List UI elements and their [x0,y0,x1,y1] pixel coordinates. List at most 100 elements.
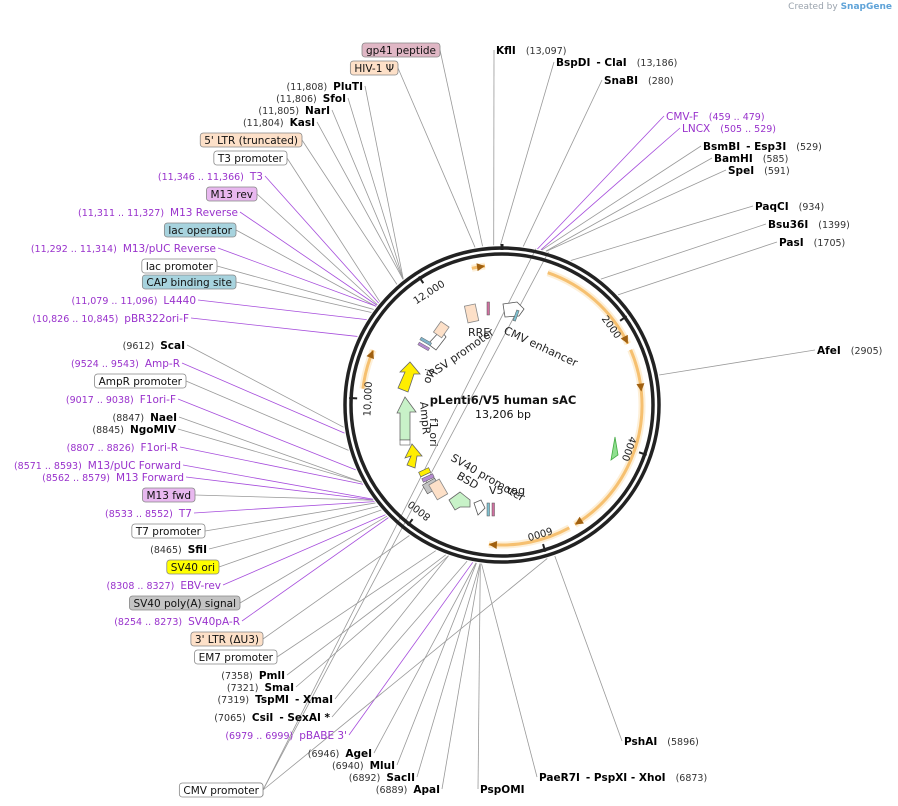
ring-tick [638,451,647,456]
leader-line [397,67,476,248]
annotation-box: SV40 ori [166,559,220,575]
leader-line [348,562,474,736]
feature-arc-halo [573,391,646,528]
enzyme-name: SmaI [265,682,295,694]
inner-features [396,301,619,517]
annotation-enzyme: PasI(1705) [779,237,845,249]
feature-box-label: lac promoter [146,261,214,273]
annotation-enzyme: (8847) NaeI [113,412,178,424]
annotation-enzyme: (6889)ApaI [376,784,440,796]
leader-line [396,562,477,766]
enzyme-extra: - PspXI - XhoI [586,772,666,784]
feature-coordinate: (11,311 .. 11,327) [78,208,164,219]
feature-box-label: lac operator [168,225,232,237]
feature-coordinate: (1705) [814,238,846,249]
enzyme-name: PshAI [624,736,657,748]
annotation-primer: CMV-F(459 .. 479) [666,111,765,123]
feature-coordinate: (459 .. 479) [709,112,765,123]
annotation-primer: (11,311 .. 11,327)M13 Reverse [78,207,238,219]
leader-line [241,517,389,622]
leader-line [522,79,603,247]
feature-coordinate: (7319) [217,695,249,706]
enzyme-name: NaeI [150,412,177,424]
leader-line [181,362,345,434]
attb2-mark [491,502,495,517]
annotation-box: gp41 peptide [361,42,441,58]
leader-line [185,476,374,501]
leader-line [570,205,754,261]
feature-box [141,274,237,290]
leader-line [276,550,436,658]
credit-prefix: Created by [788,2,838,12]
enzyme-name: BsmBI [703,141,740,153]
feature-box-label: M13 rev [210,189,253,201]
enzyme-name: MluI [370,760,395,772]
leader-line [178,416,362,483]
annotation-enzyme: (6892)SacII [349,772,415,784]
feature-coordinate: (11,346 .. 11,366) [158,172,244,183]
label-cmv-enhancer: CMV enhancer [502,324,580,370]
primer-name: SV40pA-R [188,616,240,628]
leader-line [262,248,537,791]
feature-coordinate: (8847) [113,413,145,424]
feature-coordinate: (7321) [227,683,259,694]
leader-line [239,211,378,306]
feature-coordinate: (8308 .. 8327) [107,581,175,592]
annotation-enzyme: AfeI(2905) [817,345,882,357]
annotation-box: 3' LTR (ΔU3) [190,631,264,647]
feature-coordinate: (7065) [214,713,246,724]
primer-name: M13/pUC Forward [88,460,181,472]
feature-box [141,258,218,274]
leader-line [239,515,388,604]
feature-box-label: T7 promoter [135,526,202,538]
feature-arc-head [575,516,584,525]
annotation-primer: (8562 .. 8579)M13 Forward [42,472,184,484]
feature-coordinate: (6889) [376,785,408,796]
ampr-arrow [396,396,417,441]
feature-coordinate: (11,079 .. 11,096) [71,296,157,307]
feature-box [178,782,264,798]
annotation-box: AmpR promoter [94,373,187,389]
primer-name: pBR322ori-F [124,313,189,325]
backbone-inner-ring [349,252,655,558]
lac-feature-marks [419,336,432,347]
leader-line [316,121,404,280]
feature-box [129,595,241,611]
primer-name: T3 [249,171,263,183]
leader-line [477,563,481,790]
ltr3-feature [428,478,449,501]
feature-arc-head [488,540,498,549]
feature-box-label: CAP binding site [146,277,232,289]
feature-coordinate: (11,806) [276,94,317,105]
feature-box [199,132,303,148]
leader-line [262,535,410,640]
feature-coordinate: (6979 .. 6999) [225,731,293,742]
enzyme-name: SfoI [323,93,346,105]
snapgene-credit: Created by SnapGene [788,2,892,12]
primer-name: LNCX [682,123,710,135]
feature-coordinate: (11,808) [287,82,328,93]
sv40-ori-feature [418,467,432,478]
annotation-box: CAP binding site [141,274,237,290]
sv40-promoter-arrow [473,499,486,516]
feature-coordinate: (585) [763,154,789,165]
feature-box-label: T3 promoter [217,153,284,165]
annotation-primer: (10,826 .. 10,845)pBR322ori-F [32,313,189,325]
annotation-primer: (6979 .. 6999)pBABE 3' [225,730,347,742]
enzyme-name: PaeR7I [539,772,580,784]
annotation-enzyme: (6946)AgeI [308,748,372,760]
feature-coordinate: (9524 .. 9543) [71,359,139,370]
label-ori: ori [420,368,436,385]
enzyme-name: TspMI [255,694,289,706]
cmv-promoter-mark [512,309,520,322]
annotation-box: lac promoter [141,258,218,274]
feature-box-label: M13 fwd [146,490,191,502]
feature-box [213,150,288,166]
enzyme-name: Bsu36I [768,219,808,231]
label-f1-ori: f1 ori [427,418,440,447]
leader-line [217,247,377,307]
f1-ori-arrow [404,443,423,469]
annotation-enzyme: SnaBI(280) [604,75,674,87]
leader-line [439,49,483,247]
enzyme-extra: - SexAI * [279,712,330,724]
